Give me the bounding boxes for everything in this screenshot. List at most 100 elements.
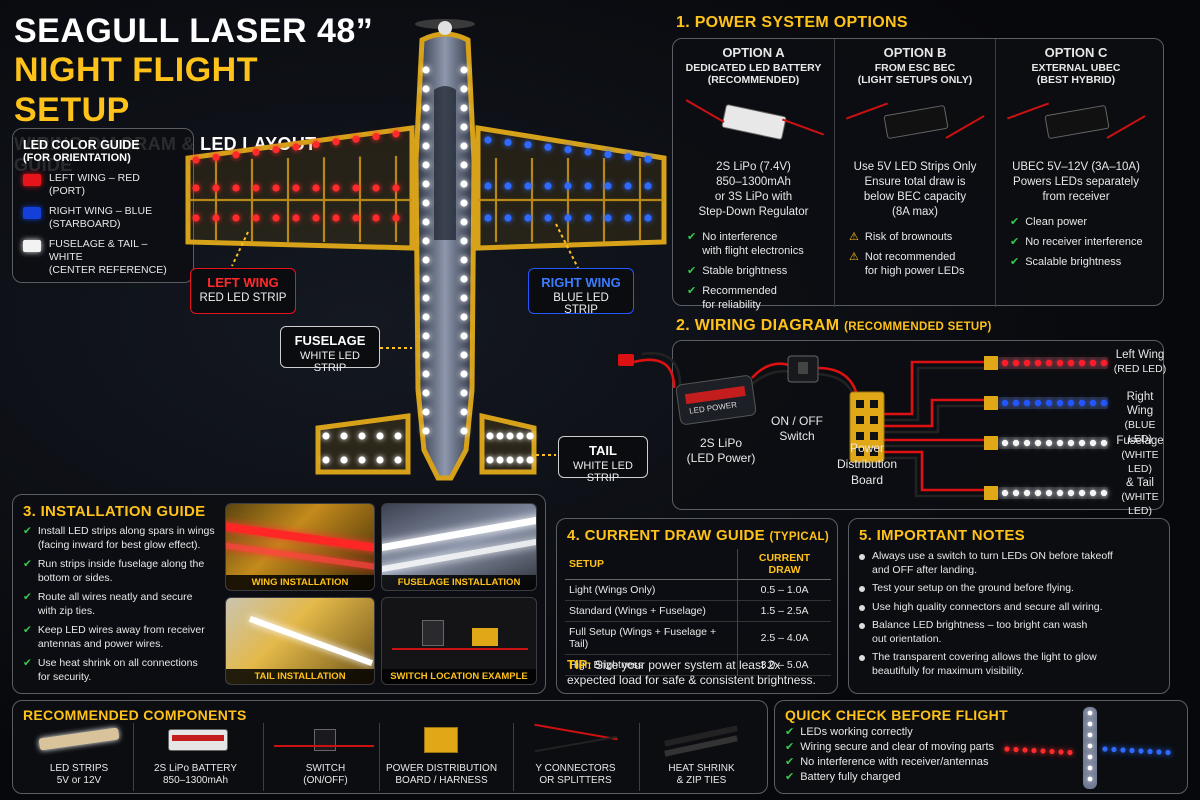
- install-step-text: antennas and power wires.: [37, 637, 164, 650]
- led-dot: [252, 184, 260, 192]
- led-dot: [372, 184, 380, 192]
- option-note-text: with flight electronics: [702, 245, 804, 257]
- component-item: SWITCH(ON/OFF): [263, 723, 387, 791]
- airplane-illustration: [185, 19, 667, 481]
- install-step-text: Keep LED wires away from receiver: [37, 624, 205, 636]
- option-name: OPTION A: [722, 45, 785, 60]
- note-item: Balance LED brightness – too bright can …: [859, 619, 1159, 646]
- check-icon: ✔: [1010, 216, 1020, 228]
- install-title: 3. INSTALLATION GUIDE: [23, 503, 206, 520]
- led-dot: [192, 214, 200, 222]
- table-row: Full Setup (Wings + Fuselage + Tail)2.5 …: [565, 621, 831, 655]
- switch-caption-2: Switch: [779, 429, 815, 443]
- led-strip-icon: [998, 437, 1108, 449]
- led-dot: [422, 275, 430, 283]
- check-icon: ✔: [785, 741, 795, 753]
- note-item: Use high quality connectors and secure a…: [859, 601, 1159, 615]
- strip-label-name: Right Wing: [1126, 391, 1154, 417]
- quick-check-text: No interference with receiver/antennas: [800, 756, 989, 768]
- led-dot: [604, 214, 612, 222]
- check-icon: ✔: [23, 558, 32, 570]
- power-title: 1. POWER SYSTEM OPTIONS: [676, 14, 908, 31]
- note-text: out orientation.: [872, 632, 942, 645]
- bullet-icon: [859, 655, 865, 661]
- led-dot: [644, 155, 652, 163]
- led-dot: [506, 456, 514, 464]
- current-cell: 1.5 – 2.5A: [760, 605, 809, 617]
- led-strip-icon: [998, 357, 1108, 369]
- led-dot: [624, 182, 632, 190]
- battery-caption-2: (LED Power): [686, 451, 756, 465]
- led-dot: [422, 218, 430, 226]
- color-swatch: [23, 174, 41, 186]
- bullet-icon: [859, 586, 865, 592]
- note-text: Always use a switch to turn LEDs ON befo…: [872, 550, 1113, 562]
- led-dot: [460, 389, 468, 397]
- setup-cell: Full Setup (Wings + Fuselage + Tail): [565, 621, 739, 655]
- option-con: ⚠Risk of brownouts: [849, 230, 995, 244]
- option-note-text: Recommended: [702, 285, 777, 297]
- color-guide-label: LEFT WING – RED: [49, 172, 140, 184]
- option-name: OPTION C: [1044, 45, 1108, 60]
- option-desc-line: 2S LiPo (7.4V): [716, 161, 791, 173]
- tip-label: TIP:: [567, 657, 592, 672]
- led-dot: [422, 161, 430, 169]
- spinner: [438, 21, 452, 35]
- install-step: ✔Install LED strips along spars in wings…: [23, 525, 228, 552]
- component-name: HEAT SHRINK: [668, 763, 735, 774]
- led-dot: [484, 182, 492, 190]
- led-dot: [392, 214, 400, 222]
- wiring-diagram: LED POWER: [618, 351, 1108, 500]
- option-subtitle-2: (RECOMMENDED): [707, 74, 800, 86]
- option-pro: ✔Clean power: [1010, 215, 1156, 229]
- led-dot: [422, 389, 430, 397]
- led-dot: [526, 432, 534, 440]
- component-name: POWER DISTRIBUTION: [385, 763, 498, 774]
- strip-label-name: Fuselage: [1116, 435, 1164, 447]
- led-dot: [460, 408, 468, 416]
- callout-fuselage-title: FUSELAGE: [294, 333, 366, 348]
- led-dot: [392, 184, 400, 192]
- option-pro: ✔No receiver interference: [1010, 235, 1156, 249]
- note-text: Balance LED brightness – too bright can …: [872, 619, 1088, 631]
- color-guide-label: FUSELAGE & TAIL – WHITE: [48, 238, 148, 263]
- strip-label-color: (WHITE LED): [1121, 449, 1159, 475]
- quick-check-text: LEDs working correctly: [800, 726, 913, 738]
- photo-caption-tail: TAIL INSTALLATION: [226, 669, 374, 684]
- strip-label: Left Wing(RED LED): [1112, 348, 1168, 376]
- callout-fuselage-sub: WHITE LED STRIP: [300, 350, 360, 374]
- current-cell: 3.0 – 5.0A: [760, 659, 809, 671]
- callout-tail: TAIL WHITE LED STRIP: [558, 436, 648, 484]
- led-dot: [312, 184, 320, 192]
- led-dot: [460, 66, 468, 74]
- color-guide-item: RIGHT WING – BLUE(STARBOARD): [23, 205, 183, 231]
- component-name: Y CONNECTORS: [535, 763, 616, 774]
- led-dot: [496, 456, 504, 464]
- check-icon: ✔: [23, 657, 32, 669]
- led-dot: [340, 432, 348, 440]
- title-line-1: SEAGULL LASER 48”: [14, 12, 374, 50]
- led-dot: [524, 214, 532, 222]
- led-dot: [460, 427, 468, 435]
- callout-right-wing-sub: BLUE LED STRIP: [553, 292, 609, 316]
- current-cell: 0.5 – 1.0A: [760, 584, 809, 596]
- tip-line-1: Size your power system at least 2x: [594, 658, 781, 672]
- setup-cell: Light (Wings Only): [565, 579, 739, 601]
- option-subtitle-2: (BEST HYBRID): [1036, 74, 1116, 86]
- note-text: and OFF after landing.: [872, 563, 978, 576]
- wiring-title-small: (RECOMMENDED SETUP): [844, 321, 992, 333]
- led-dot: [486, 432, 494, 440]
- battery-icon: [134, 723, 257, 757]
- switch-caption: ON / OFF Switch: [766, 414, 828, 444]
- color-guide-sublabel: (STARBOARD): [49, 218, 121, 230]
- component-spec: (ON/OFF): [303, 775, 348, 786]
- quick-check-text: Wiring secure and clear of moving parts: [800, 741, 995, 753]
